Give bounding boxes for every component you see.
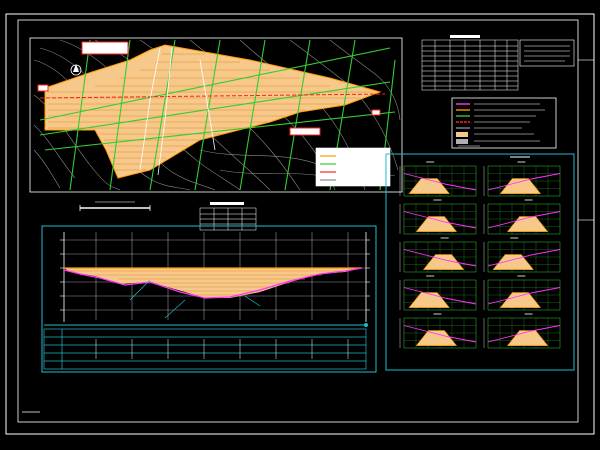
cross-section-ground-line bbox=[403, 249, 477, 267]
hatch-pattern-icon bbox=[456, 132, 468, 137]
cross-sections-panel bbox=[385, 153, 575, 371]
drawing-frame-outer bbox=[5, 13, 595, 435]
plan-view-border bbox=[29, 37, 403, 193]
cross-section-embankment bbox=[506, 216, 549, 232]
north-arrow-icon bbox=[70, 64, 82, 76]
plan-callout-box bbox=[289, 127, 321, 136]
cross-section-ground-line bbox=[487, 325, 561, 343]
cross-section-embankment bbox=[415, 216, 458, 232]
plan-callout-box bbox=[37, 84, 49, 92]
profile-data-band-ticks bbox=[95, 339, 349, 359]
profile-frame bbox=[41, 225, 377, 373]
cross-section-ground-line bbox=[403, 325, 477, 343]
section-grid-lines bbox=[39, 39, 396, 191]
hatch-pattern-icon bbox=[456, 139, 468, 144]
cross-section-embankment bbox=[408, 292, 450, 308]
plan-inset-legend-swatches bbox=[320, 155, 336, 181]
cross-section bbox=[399, 237, 477, 273]
cross-section-ground-line bbox=[403, 287, 477, 305]
title-block bbox=[519, 39, 575, 67]
profile-table-title-bar bbox=[210, 202, 244, 205]
cross-section-embankment bbox=[422, 254, 465, 270]
cross-section-embankment bbox=[499, 178, 542, 194]
cross-section-embankment bbox=[499, 292, 542, 308]
drawing-frame-inner bbox=[17, 19, 579, 423]
scale-bar bbox=[79, 201, 151, 211]
survey-lines bbox=[139, 47, 216, 176]
profile-axis-ticks bbox=[60, 239, 370, 311]
plan-callout-box bbox=[371, 109, 381, 116]
centerline-axis bbox=[39, 93, 386, 99]
cross-section bbox=[483, 199, 561, 235]
cross-section-ground-line bbox=[403, 173, 477, 191]
volume-table-title-bar bbox=[450, 35, 480, 38]
cross-section-ground-line bbox=[403, 211, 477, 229]
cross-section bbox=[399, 275, 477, 311]
profile-guide-lines bbox=[129, 279, 261, 319]
cross-section bbox=[483, 275, 561, 311]
cross-section-embankment bbox=[492, 254, 534, 270]
cross-section-ground-line bbox=[487, 287, 561, 305]
plan-view bbox=[29, 37, 403, 193]
cross-section bbox=[483, 237, 561, 273]
cross-section bbox=[399, 161, 477, 197]
cross-section-ground-line bbox=[487, 173, 561, 191]
volume-summary-table bbox=[421, 39, 519, 91]
symbol-legend bbox=[451, 97, 557, 149]
cross-section-embankment bbox=[408, 178, 450, 194]
cross-sections-frame bbox=[385, 153, 575, 371]
profile-data-band bbox=[43, 328, 367, 370]
cross-section-embankment bbox=[506, 330, 549, 346]
cross-section-ground-line bbox=[487, 249, 561, 267]
cross-section bbox=[483, 313, 561, 349]
profile-dimension-marker bbox=[364, 323, 368, 327]
profile-data-table bbox=[199, 207, 257, 231]
cross-section bbox=[399, 199, 477, 235]
cross-section-ground-line bbox=[487, 211, 561, 229]
plan-callout-box bbox=[81, 41, 129, 55]
cross-section bbox=[483, 161, 561, 197]
fill-zone-hatch bbox=[48, 53, 372, 171]
longitudinal-profile bbox=[41, 225, 377, 373]
profile-ground-line bbox=[63, 267, 363, 299]
cross-section-embankment bbox=[415, 330, 458, 346]
profile-fill-hatch bbox=[70, 270, 345, 296]
cross-section-grid bbox=[399, 161, 561, 349]
cross-section bbox=[399, 313, 477, 349]
